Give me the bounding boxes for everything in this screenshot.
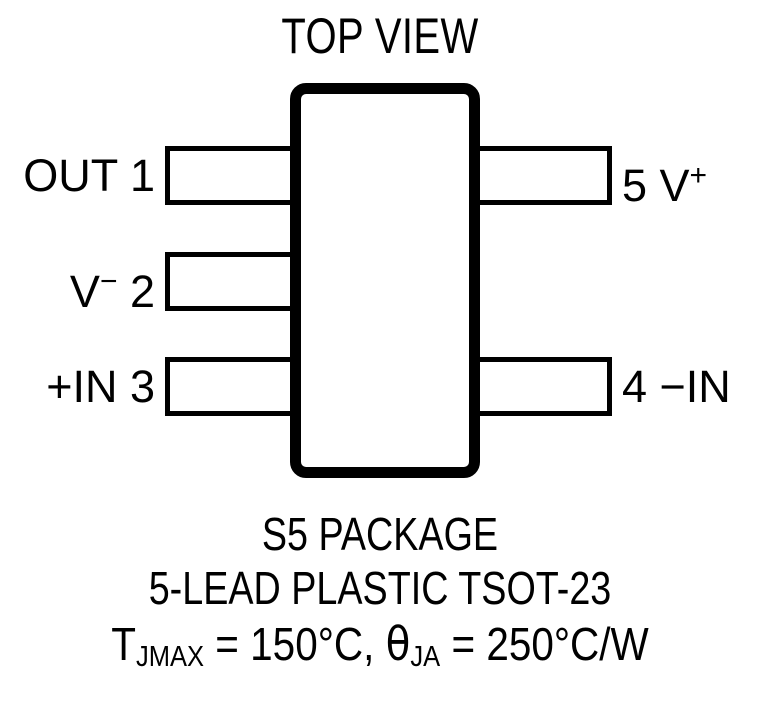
pin-label-3: +IN 3 — [46, 361, 155, 412]
tjmax-value: = 150°C, — [204, 618, 386, 670]
pin-label-5: 5 V+ — [622, 146, 708, 211]
pin-2-polarity-superscript: − — [99, 265, 118, 298]
pin-2-number: 2 — [117, 266, 155, 317]
pin-5-polarity-superscript: + — [689, 159, 708, 192]
pin-lead-5 — [470, 146, 612, 205]
pin-label-4: 4 −IN — [622, 361, 731, 412]
pin-lead-4 — [470, 357, 612, 416]
package-description-caption: 5-LEAD PLASTIC TSOT-23 — [148, 562, 612, 614]
pin-lead-3 — [165, 357, 300, 416]
theta-ja-symbol: θ — [385, 617, 411, 671]
theta-ja-subscript: JA — [410, 641, 441, 673]
pin-lead-2 — [165, 252, 300, 311]
package-name-caption: S5 PACKAGE — [261, 508, 499, 560]
pin-lead-1 — [165, 146, 300, 205]
pin-label-2: V− 2 — [70, 252, 155, 317]
pin-2-symbol: V — [69, 266, 100, 317]
theta-ja-value: = 250°C/W — [440, 618, 649, 670]
pin-5-symbol: V — [659, 160, 690, 211]
thermal-spec-caption: TJMAX = 150°C, θJA = 250°C/W — [46, 618, 715, 683]
tjmax-symbol: T — [111, 618, 136, 670]
package-body-outline — [290, 83, 480, 478]
pin-label-1: OUT 1 — [23, 150, 155, 201]
diagram-title: TOP VIEW — [281, 8, 479, 64]
tjmax-subscript: JMAX — [135, 641, 205, 673]
pin-5-number: 5 — [622, 160, 660, 211]
